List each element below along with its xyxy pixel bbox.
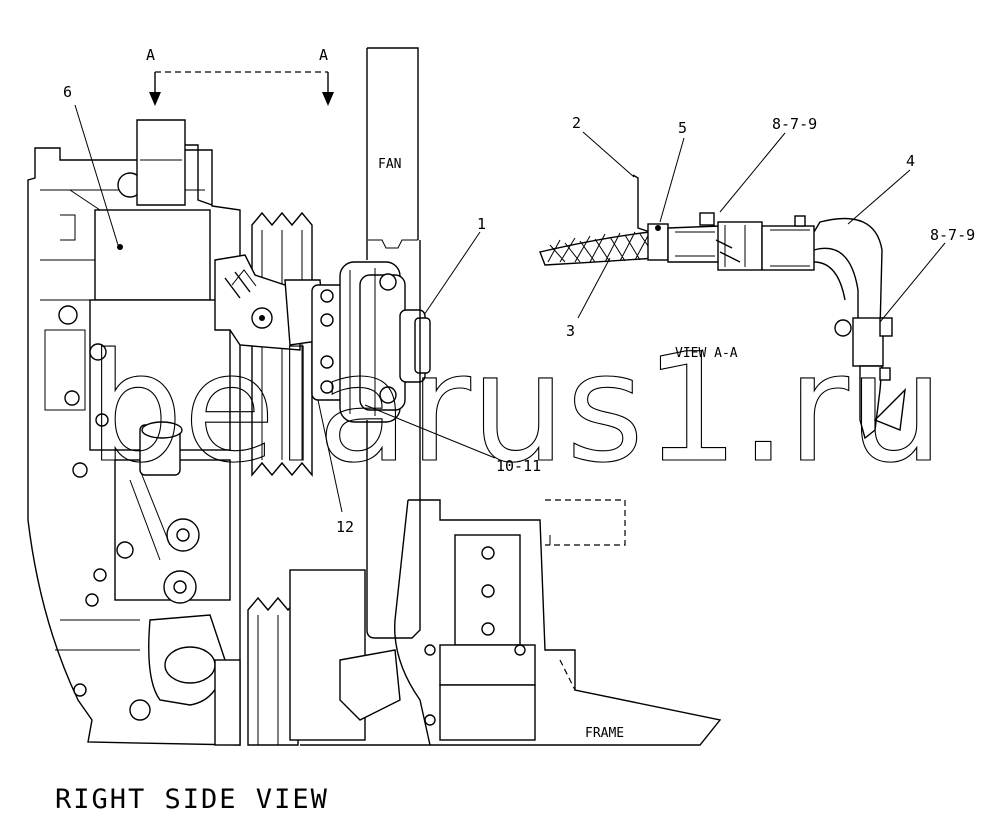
callout-8-7-9-top: 8-7-9	[772, 115, 817, 133]
section-label-right: A	[319, 46, 328, 64]
fan-label: FAN	[378, 157, 401, 172]
engine-block	[27, 119, 241, 746]
callout-1: 1	[477, 215, 486, 233]
fan-blade: FAN	[366, 47, 421, 639]
leader-lines	[74, 104, 946, 513]
view-title: RIGHT SIDE VIEW	[55, 784, 329, 815]
frame: FRAME	[300, 499, 722, 746]
callout-10-11: 10-11	[496, 457, 541, 475]
section-arrows: A A	[146, 46, 334, 106]
frame-label: FRAME	[585, 726, 624, 741]
watermark: belarus1.ru	[88, 322, 944, 496]
callout-4: 4	[906, 152, 915, 170]
callout-2: 2	[572, 114, 581, 132]
callout-6: 6	[63, 83, 72, 101]
callout-3: 3	[566, 322, 575, 340]
section-label-left: A	[146, 46, 155, 64]
callout-8-7-9-right: 8-7-9	[930, 226, 975, 244]
view-a-a-detail: VIEW A-A	[539, 174, 906, 440]
callouts: 6 1 2 5 8-7-9 4 3 8-7-9 10-11 12	[63, 83, 975, 536]
callout-5: 5	[678, 119, 687, 137]
view-aa-label: VIEW A-A	[675, 346, 738, 361]
callout-12: 12	[336, 518, 354, 536]
